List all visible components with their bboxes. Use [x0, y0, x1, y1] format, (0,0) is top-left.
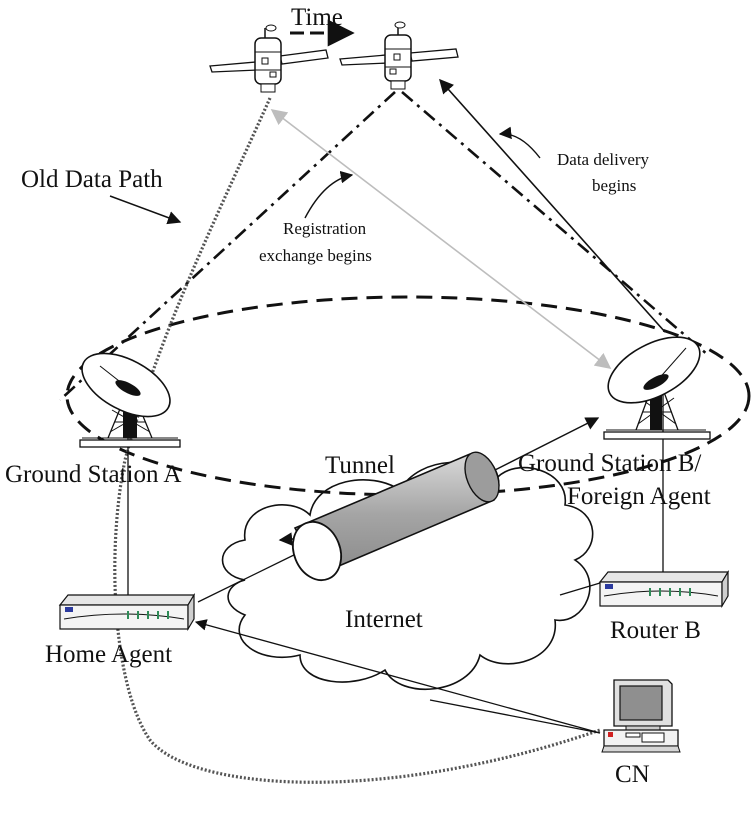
registration-dashdot-lines — [59, 91, 709, 401]
home-agent-label: Home Agent — [45, 641, 172, 668]
dashdot-line-left — [59, 91, 396, 401]
data-delivery-label-line1: Data delivery — [557, 150, 650, 169]
link-cn-home-agent — [194, 619, 601, 734]
router-icon — [58, 592, 196, 632]
ground-station-b-label-line2: Foreign Agent — [567, 483, 711, 510]
coverage-ellipse — [65, 295, 751, 497]
router-icon — [598, 569, 730, 609]
tunnel-label: Tunnel — [325, 452, 395, 479]
old-data-path-pointer — [109, 195, 182, 225]
dashdot-line-right — [401, 91, 709, 356]
link-home-agent-tunnel — [197, 551, 301, 603]
network-links — [127, 395, 664, 734]
tunnel-cylinder — [291, 451, 500, 582]
data-delivery-label-line2: begins — [592, 176, 636, 195]
tunnel-to-ground-b-arrow — [494, 417, 600, 471]
satellite-icon — [339, 21, 459, 90]
internet-label: Internet — [345, 606, 423, 633]
data-delivery-pointer — [498, 126, 541, 159]
time-label: Time — [291, 4, 343, 31]
registration-label-line2: exchange begins — [259, 246, 372, 265]
satellite-icon — [209, 24, 329, 93]
registration-label-line1: Registration — [283, 219, 367, 238]
ground-station-b-label-line1: Ground Station B/ — [518, 450, 701, 477]
registration-pointer — [304, 170, 354, 219]
old-data-path-label: Old Data Path — [21, 166, 163, 193]
satellite-dish-icon — [79, 352, 181, 448]
desktop-computer-icon — [601, 679, 681, 753]
cn-label: CN — [615, 761, 650, 788]
data-delivery-arrow — [439, 78, 666, 333]
router-b-label: Router B — [610, 617, 701, 644]
registration-double-arrow — [270, 109, 612, 369]
satellite-dish-icon — [603, 336, 711, 440]
link-cn-cloud — [429, 699, 601, 734]
ground-station-a-label: Ground Station A — [5, 461, 181, 488]
old-data-path — [113, 97, 601, 784]
